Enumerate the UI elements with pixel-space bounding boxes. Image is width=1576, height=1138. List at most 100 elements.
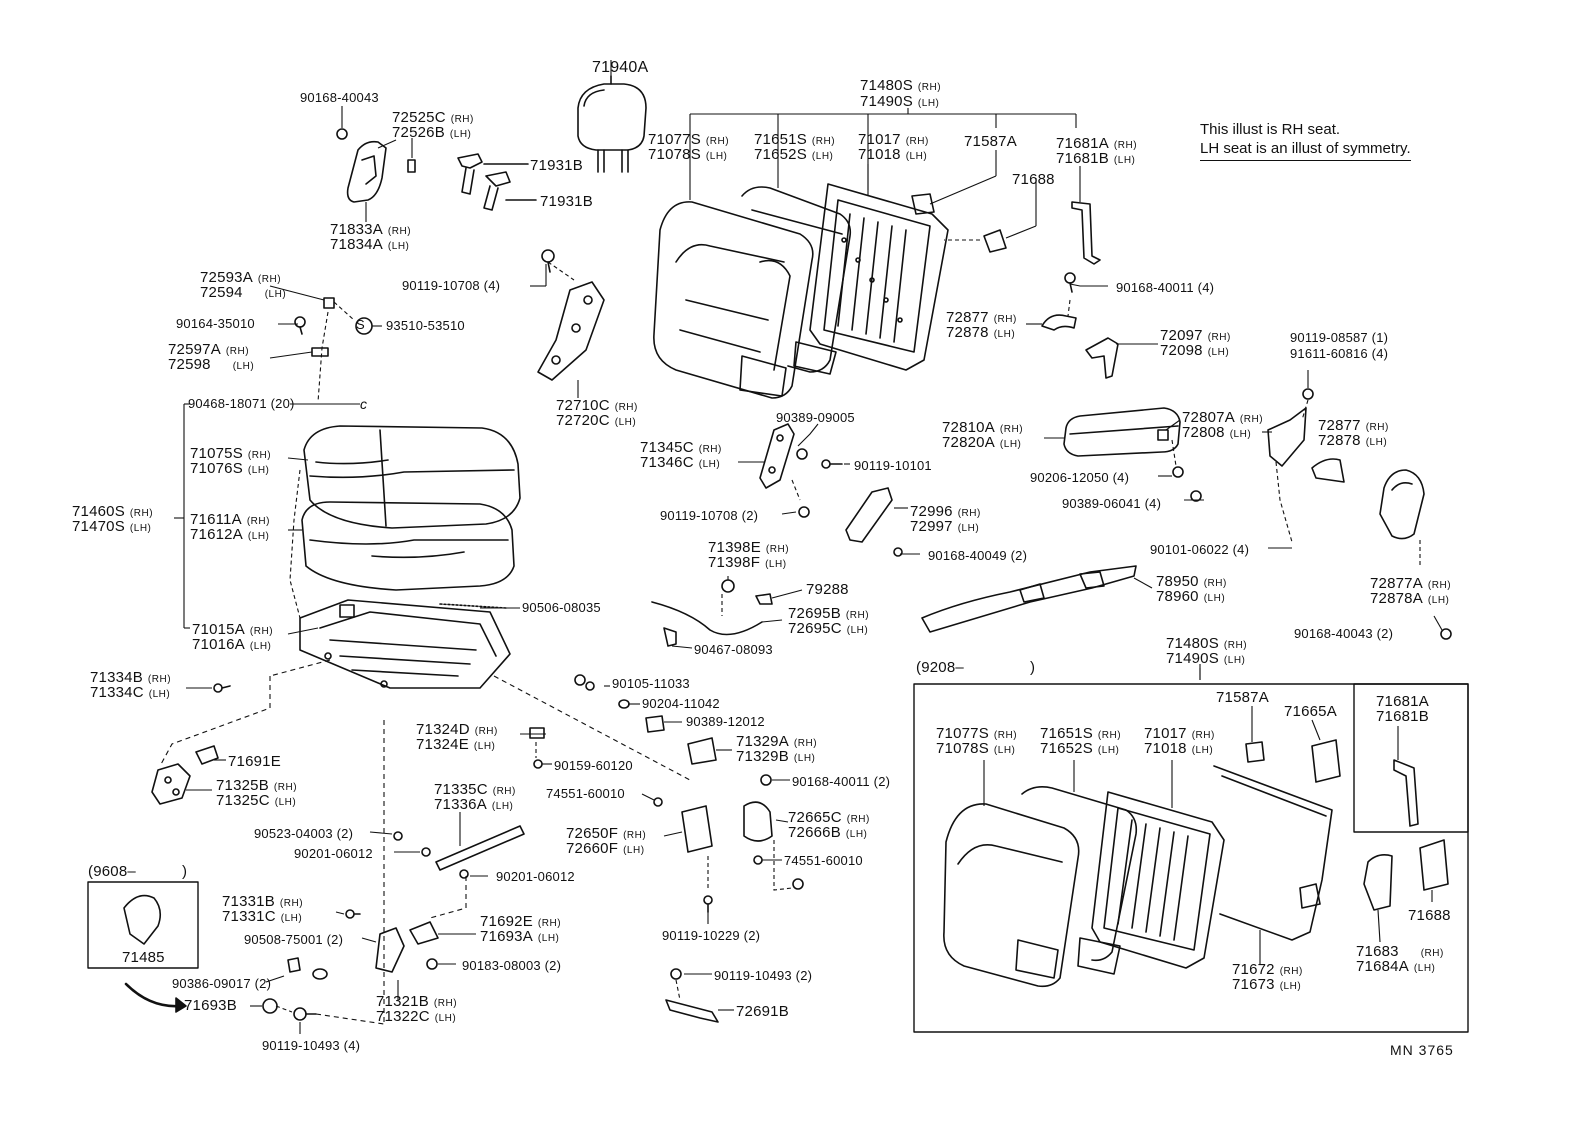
label-71651S: 71651S(RH) — [754, 131, 836, 148]
label-72695C: 72695C(LH) — [788, 620, 869, 637]
label-72808: 72808(LH) — [1182, 424, 1252, 441]
label-9608-open: (9608– — [88, 863, 136, 880]
label-71681B: 71681B(LH) — [1056, 150, 1136, 167]
label-90119-10493-2: 90119-10493 (2) — [714, 968, 813, 983]
label-71325B: 71325B(RH) — [216, 777, 298, 794]
label-90101-06022: 90101-06022 (4) — [1150, 542, 1250, 557]
label-72807A: 72807A(RH) — [1182, 409, 1264, 426]
label-90183-08003: 90183-08003 (2) — [462, 958, 562, 973]
label-90168-40043: 90168-40043 — [300, 90, 379, 105]
label-71078S-inset: 71078S(LH) — [936, 740, 1016, 757]
label-71329B: 71329B(LH) — [736, 748, 816, 765]
label-90168-40011-4: 90168-40011 (4) — [1116, 280, 1215, 295]
label-72996: 72996(RH) — [910, 503, 981, 520]
label-71335C: 71335C(RH) — [434, 781, 516, 798]
label-71587A: 71587A — [964, 133, 1017, 150]
label-71652S: 71652S(LH) — [754, 146, 834, 163]
label-71334B: 71334B(RH) — [90, 669, 172, 686]
label-74551-60010-right: 74551-60010 — [784, 853, 863, 868]
label-71075S: 71075S(RH) — [190, 445, 272, 462]
label-72593A: 72593A(RH) — [200, 269, 282, 286]
label-71490S-inset: 71490S(LH) — [1166, 650, 1246, 667]
label-71652S-inset: 71652S(LH) — [1040, 740, 1120, 757]
label-71681A: 71681A(RH) — [1056, 135, 1138, 152]
pad-part — [911, 193, 1007, 253]
s-mark-icon: S — [356, 317, 365, 332]
label-71931B-lower: 71931B — [540, 193, 593, 210]
symmetry-note: This illust is RH seat. LH seat is an il… — [1200, 120, 1411, 161]
label-71672: 71672(RH) — [1232, 961, 1303, 978]
label-71077S: 71077S(RH) — [648, 131, 730, 148]
label-71346C: 71346C(LH) — [640, 454, 721, 471]
label-90204-11042: 90204-11042 — [642, 696, 720, 711]
label-71931B-upper: 71931B — [530, 157, 583, 174]
label-71470S: 71470S(LH) — [72, 518, 152, 535]
label-71673: 71673(LH) — [1232, 976, 1302, 993]
label-72598: 72598(LH) — [168, 356, 255, 373]
seatback-pad-part — [741, 186, 852, 375]
label-72650F: 72650F(RH) — [566, 825, 647, 842]
label-71681A-inset: 71681A — [1376, 693, 1429, 710]
label-71833A: 71833A(RH) — [330, 221, 412, 238]
label-71331B: 71331B(RH) — [222, 893, 304, 910]
label-90206-12050: 90206-12050 (4) — [1030, 470, 1130, 485]
label-71076S: 71076S(LH) — [190, 460, 270, 477]
label-90168-40043-2: 90168-40043 (2) — [1294, 626, 1394, 641]
label-90119-10708-4: 90119-10708 (4) — [402, 278, 501, 293]
label-72820A: 72820A(LH) — [942, 434, 1022, 451]
label-71324E: 71324E(LH) — [416, 736, 496, 753]
label-71325C: 71325C(LH) — [216, 792, 297, 809]
seat-cushion-pad-part — [301, 501, 515, 591]
label-71334C: 71334C(LH) — [90, 684, 171, 701]
label-71612A: 71612A(LH) — [190, 526, 270, 543]
label-71691E: 71691E — [228, 753, 281, 770]
label-78960: 78960(LH) — [1156, 588, 1226, 605]
label-71683: 71683(RH) — [1356, 943, 1444, 960]
inset-box-9608 — [87, 881, 199, 1013]
label-90201-06012-left: 90201-06012 — [294, 846, 373, 861]
label-72878-upper: 72878(LH) — [946, 324, 1016, 341]
label-71611A: 71611A(RH) — [190, 511, 270, 528]
label-90389-12012: 90389-12012 — [686, 714, 765, 729]
clip-c-icon: c — [360, 396, 368, 412]
rod-part — [1071, 201, 1101, 265]
label-71077S-inset: 71077S(RH) — [936, 725, 1018, 742]
label-72878A: 72878A(LH) — [1370, 590, 1450, 607]
label-72526B: 72526B(LH) — [392, 124, 472, 141]
label-71480S-top: 71480S(RH) — [860, 77, 942, 94]
label-72666B: 72666B(LH) — [788, 824, 868, 841]
label-71398E: 71398E(RH) — [708, 539, 790, 556]
label-71651S-inset: 71651S(RH) — [1040, 725, 1122, 742]
seatback-frame-part — [809, 183, 949, 371]
label-72525C: 72525C(RH) — [392, 109, 474, 126]
label-72594: 72594(LH) — [200, 284, 287, 301]
label-71321B: 71321B(RH) — [376, 993, 458, 1010]
label-9208-open: (9208– — [916, 659, 964, 676]
label-72810A: 72810A(RH) — [942, 419, 1024, 436]
label-71078S: 71078S(LH) — [648, 146, 728, 163]
label-71693B: 71693B — [184, 997, 237, 1014]
label-90105-11033: 90105-11033 — [612, 676, 690, 691]
fastener-part — [529, 674, 804, 1023]
label-78950: 78950(RH) — [1156, 573, 1227, 590]
label-90506-08035: 90506-08035 — [522, 600, 601, 615]
trim-part — [845, 487, 903, 557]
label-72691B: 72691B — [736, 1003, 789, 1020]
label-71018: 71018(LH) — [858, 146, 928, 163]
label-90168-40049: 90168-40049 (2) — [928, 548, 1028, 563]
label-90523-04003: 90523-04003 (2) — [254, 826, 354, 841]
label-71017-inset: 71017(RH) — [1144, 725, 1215, 742]
label-71016A: 71016A(LH) — [192, 636, 272, 653]
label-90168-40011-2: 90168-40011 (2) — [792, 774, 891, 789]
note-line-1: This illust is RH seat. — [1200, 121, 1341, 138]
label-90119-10493-4: 90119-10493 (4) — [262, 1038, 361, 1053]
seat-belt-part — [921, 565, 1137, 633]
label-72597A: 72597A(RH) — [168, 341, 250, 358]
label-72710C: 72710C(RH) — [556, 397, 638, 414]
label-72877-lower: 72877(RH) — [1318, 417, 1389, 434]
headrest-support-part — [457, 153, 537, 211]
cable-part — [651, 579, 773, 647]
label-71490S-top: 71490S(LH) — [860, 93, 940, 110]
label-72660F: 72660F(LH) — [566, 840, 645, 857]
